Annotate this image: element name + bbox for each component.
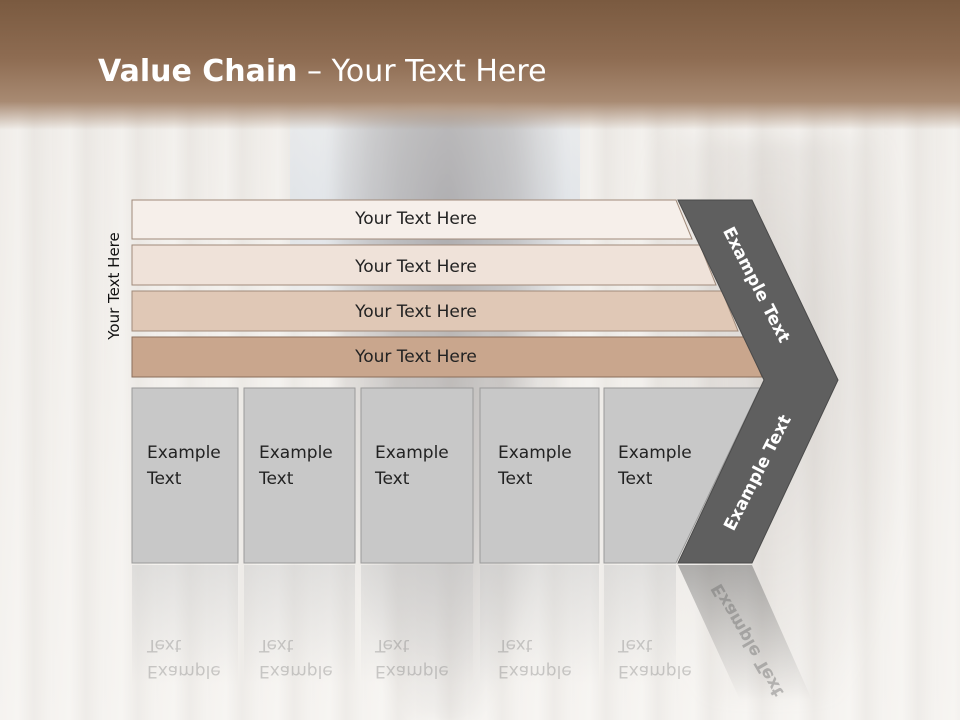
- box-2-refl-line1: Example: [259, 661, 333, 681]
- box-2-refl-line2: Text: [259, 635, 294, 655]
- box-3: [360, 387, 474, 564]
- box-1: [131, 387, 239, 564]
- box-5-refl-line1: Example: [618, 661, 692, 681]
- box-5-label-reflection: Example Text: [618, 632, 692, 684]
- box-5-line1: Example: [618, 443, 692, 463]
- bar-3-label: Your Text Here: [355, 302, 477, 322]
- box-3-refl-line2: Text: [375, 635, 410, 655]
- box-2-reflection: [244, 565, 355, 685]
- box-5: [603, 387, 761, 564]
- box-2: [243, 387, 356, 564]
- box-5-refl-line2: Text: [618, 635, 653, 655]
- chevron-arrow: [677, 199, 839, 564]
- box-3-line2: Text: [375, 469, 410, 489]
- box-2-line1: Example: [259, 443, 333, 463]
- box-4-refl-line1: Example: [498, 661, 572, 681]
- box-3-line1: Example: [375, 443, 449, 463]
- bar-3: [131, 290, 739, 332]
- bar-1-label: Your Text Here: [355, 209, 477, 229]
- box-4-reflection: [480, 565, 599, 685]
- box-1-line1: Example: [147, 443, 221, 463]
- box-4-refl-line2: Text: [498, 635, 533, 655]
- box-4: [479, 387, 600, 564]
- box-5-reflection: [604, 565, 676, 685]
- box-1-refl-line1: Example: [147, 661, 221, 681]
- box-4-line1: Example: [498, 443, 572, 463]
- box-2-label-reflection: Example Text: [259, 632, 333, 684]
- chevron-reflection: [678, 565, 812, 700]
- box-4-label-reflection: Example Text: [498, 632, 572, 684]
- box-5-line2: Text: [618, 469, 653, 489]
- box-3-reflection: [361, 565, 473, 685]
- slide-title-bold: Value Chain: [98, 54, 298, 89]
- bar-1: [131, 199, 693, 240]
- box-1-refl-line2: Text: [147, 635, 182, 655]
- slide-title: Value Chain – Your Text Here: [98, 54, 547, 89]
- box-3-label-reflection: Example Text: [375, 632, 449, 684]
- bar-4-label: Your Text Here: [355, 347, 477, 367]
- title-banner: [0, 0, 960, 130]
- box-1-label-reflection: Example Text: [147, 632, 221, 684]
- box-4-line2: Text: [498, 469, 533, 489]
- slide-title-rest: – Your Text Here: [297, 54, 547, 89]
- bar-2-label: Your Text Here: [355, 257, 477, 277]
- box-1-line2: Text: [147, 469, 182, 489]
- bar-4: [131, 336, 763, 378]
- box-1-reflection: [132, 565, 238, 685]
- box-2-line2: Text: [259, 469, 294, 489]
- bar-2: [131, 244, 717, 286]
- box-3-refl-line1: Example: [375, 661, 449, 681]
